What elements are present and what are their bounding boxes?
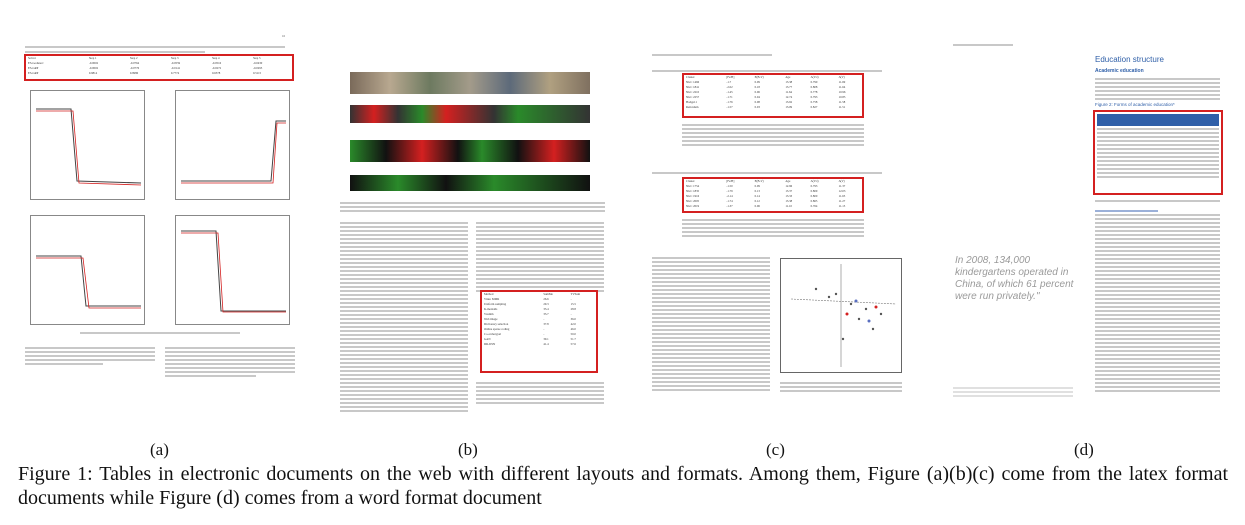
subcaption-c: (c): [766, 440, 785, 459]
table-caption: Figure 2: Forms of academic education*: [1095, 102, 1175, 107]
pull-quote: In 2008, 134,000 kindergartens operated …: [955, 255, 1074, 302]
map-image: [350, 175, 590, 191]
panel-d-document: Education structure Academic education F…: [945, 30, 1230, 425]
scatter-plot: [780, 258, 902, 373]
plot-pressure: [175, 90, 290, 200]
diagnosis-image: [350, 105, 590, 123]
heatmap-image: [350, 140, 590, 162]
video-frames-image: [350, 72, 590, 94]
figure-caption: Figure 1: Tables in electronic documents…: [18, 463, 1228, 509]
plot-velocity: [30, 90, 145, 200]
page-number: 16: [282, 34, 285, 38]
subcaption-b: (b): [458, 440, 478, 459]
table-highlight: [1093, 110, 1223, 195]
subcaption-a: (a): [150, 440, 169, 459]
plot-fraction: [175, 215, 290, 325]
section-subtitle: Academic education: [1095, 68, 1144, 74]
section-title: Education structure: [1095, 55, 1164, 64]
plot-density: [30, 215, 145, 325]
subcaption-d: (d): [1074, 440, 1094, 459]
